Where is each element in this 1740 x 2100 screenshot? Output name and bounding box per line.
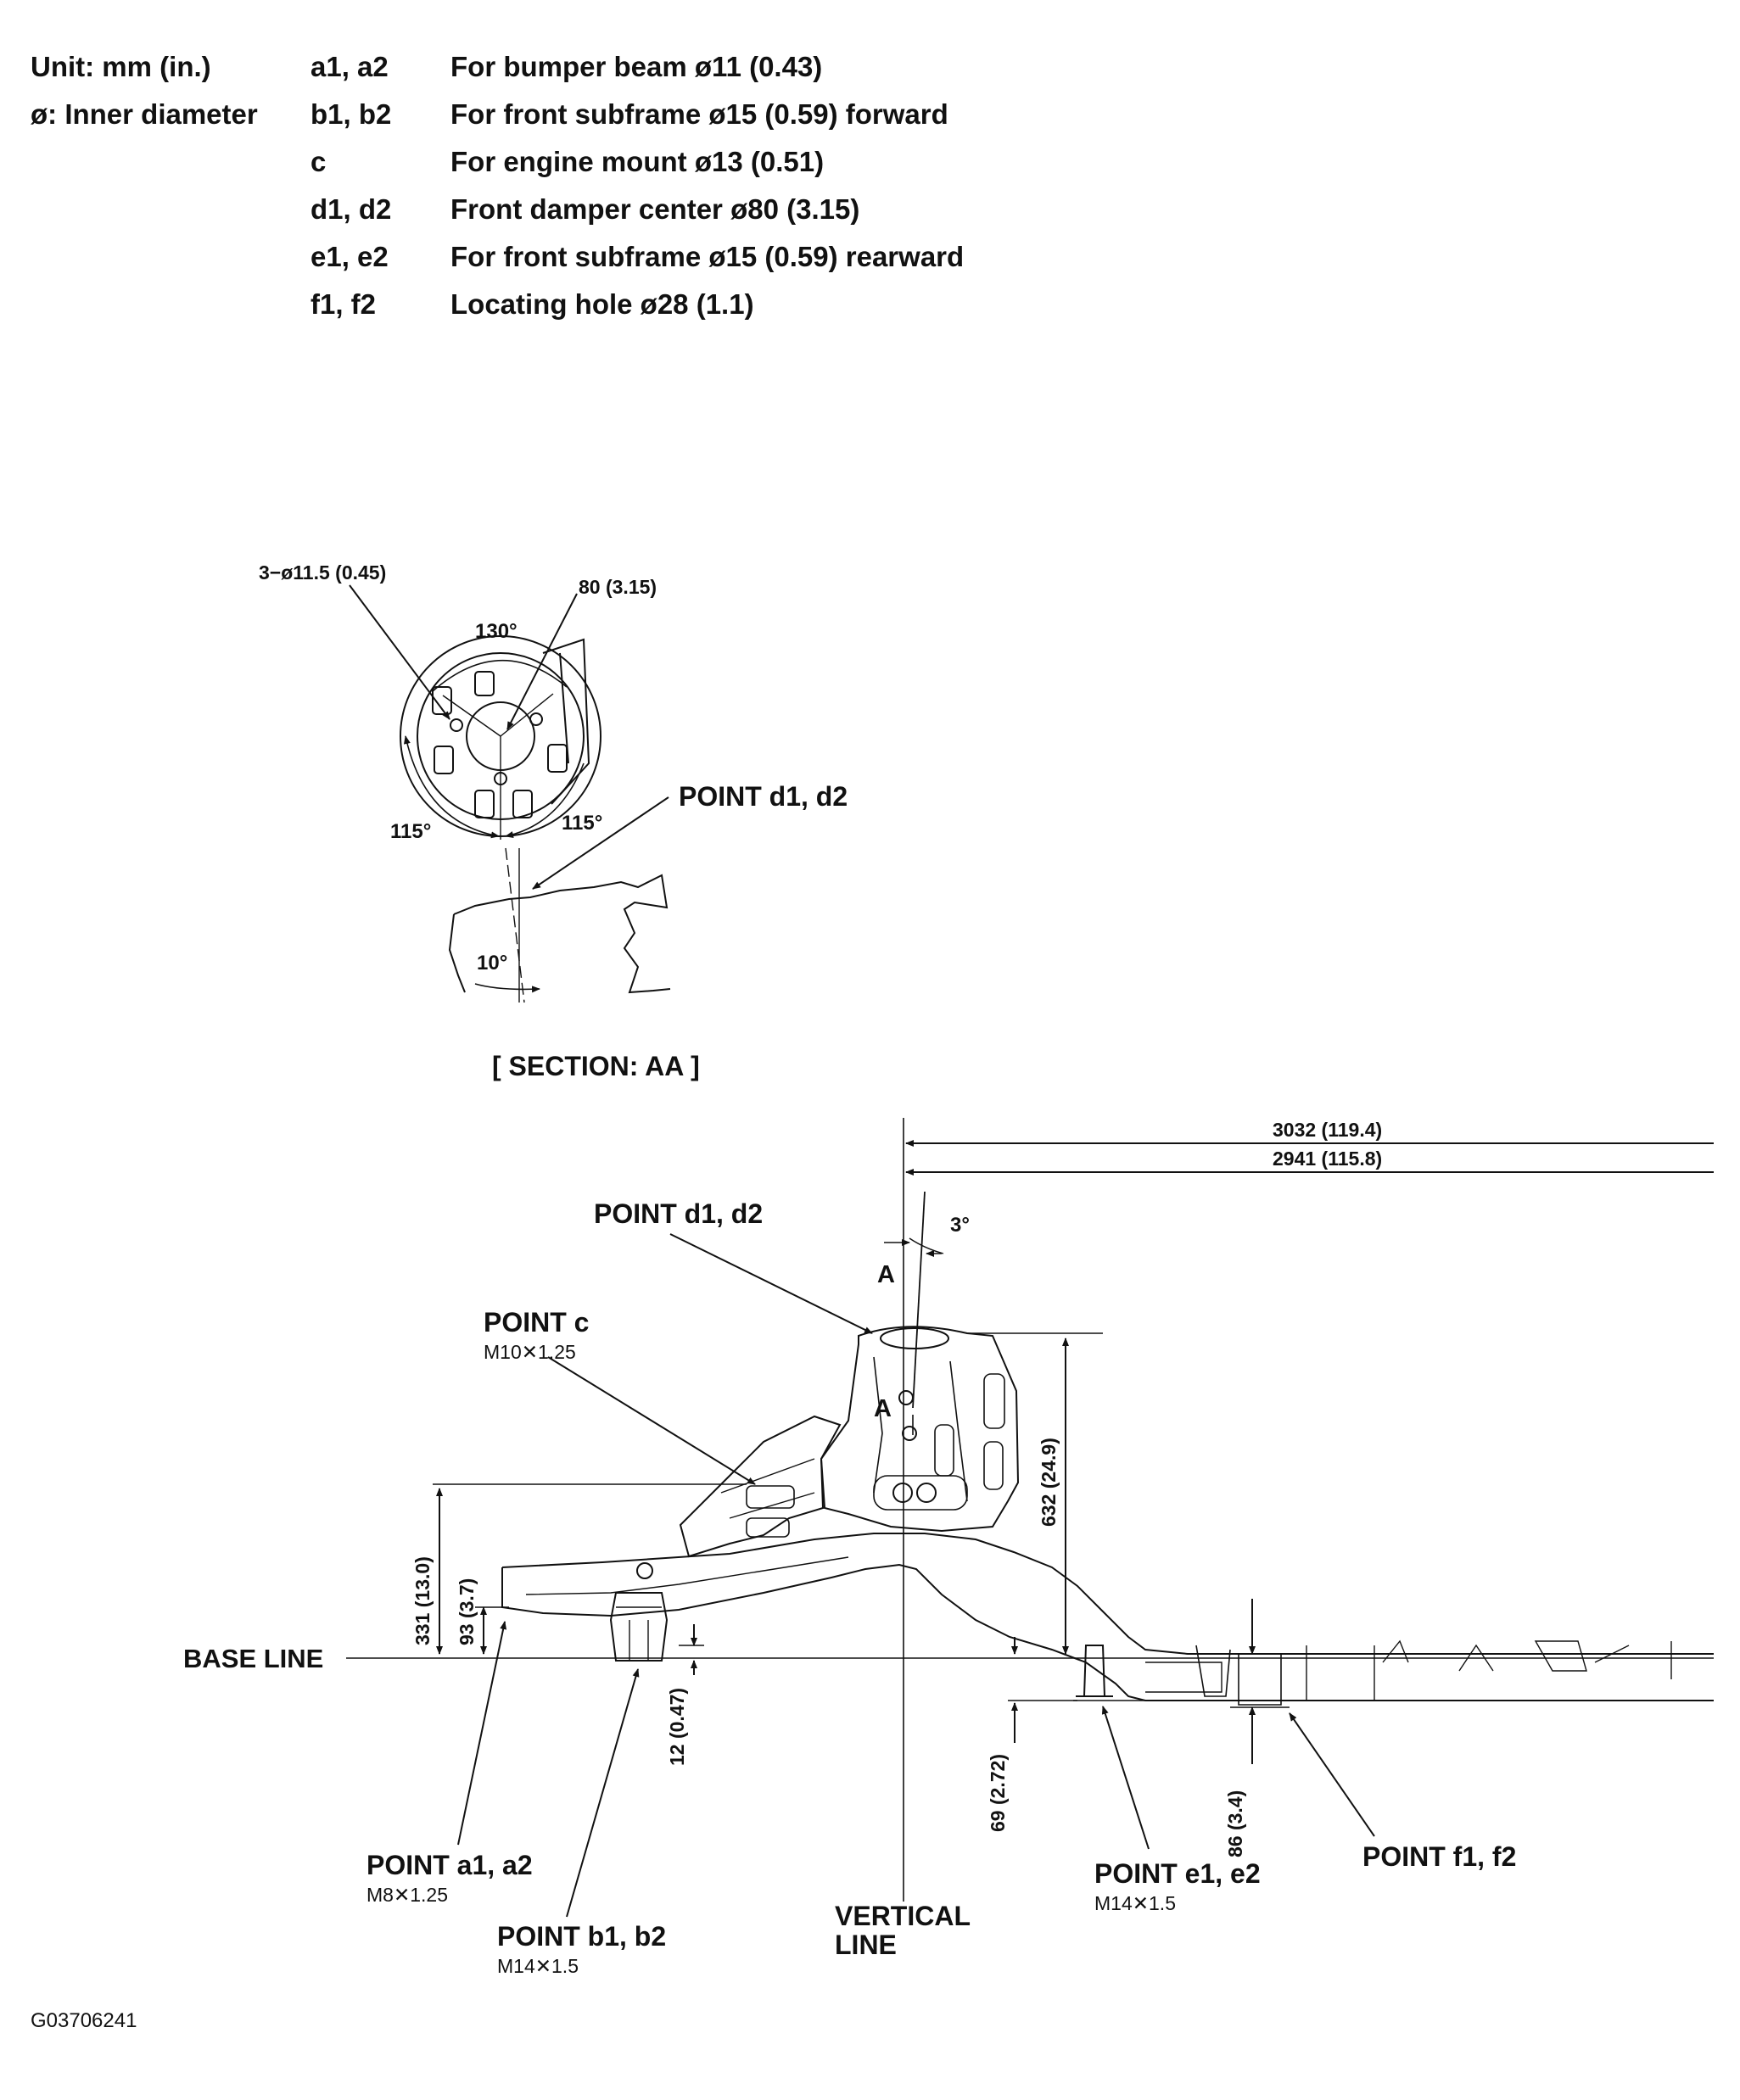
section-aa-detail: [349, 584, 671, 1003]
point-c-label: POINT c: [484, 1307, 589, 1338]
base-line-label: BASE LINE: [183, 1644, 323, 1673]
point-c-leader: [547, 1356, 756, 1485]
legend-desc: For engine mount ø13 (0.51): [450, 146, 825, 177]
point-b-thread: M14✕1.5: [497, 1955, 579, 1977]
angle-label-10: 10°: [477, 952, 507, 975]
legend-desc: For front subframe ø15 (0.59) rearward: [450, 241, 965, 272]
dim-label-69: 69 (2.72): [987, 1754, 1009, 1832]
vertical-line-label-1: VERTICAL: [835, 1901, 971, 1931]
relief-slot: [434, 746, 454, 774]
dim-label-93: 93 (3.7): [456, 1578, 478, 1645]
legend-desc: For front subframe ø15 (0.59) forward: [450, 98, 948, 130]
section-mark-a-top: A: [877, 1261, 895, 1288]
legend-desc: Locating hole ø28 (1.1): [450, 288, 754, 320]
angle-arc-10: [474, 983, 540, 993]
legend-code: f1, f2: [311, 288, 377, 320]
point-f-label: POINT f1, f2: [1362, 1841, 1516, 1872]
side-view: [346, 1118, 1714, 1918]
point-f-leader: [1289, 1712, 1375, 1837]
point-d-leader: [669, 1233, 873, 1334]
locating-hole-feature: [1238, 1654, 1282, 1706]
angle-arc-115-right: [505, 762, 585, 838]
relief-slot: [474, 671, 495, 696]
dim-label-2941: 2941 (115.8): [1273, 1148, 1382, 1170]
angle-arc-115-left: [403, 735, 500, 839]
bolt-hole: [450, 718, 463, 732]
legend-code: b1, b2: [311, 98, 392, 130]
dim-label-12: 12 (0.47): [666, 1688, 688, 1766]
vertical-line-label-2: LINE: [835, 1930, 897, 1960]
section-caption: [ SECTION: AA ]: [492, 1051, 700, 1081]
point-e-label: POINT e1, e2: [1094, 1858, 1261, 1889]
legend-code: e1, e2: [311, 241, 389, 272]
dim-label-86: 86 (3.4): [1224, 1790, 1246, 1857]
holes-label: 3−ø11.5 (0.45): [259, 561, 386, 584]
angle-arc-130: [432, 659, 568, 692]
diameter-leader: [506, 593, 578, 730]
point-c-thread: M10✕1.25: [484, 1341, 576, 1363]
point-a-label: POINT a1, a2: [366, 1850, 533, 1880]
section-mark-a-bottom: A: [874, 1395, 892, 1422]
tower-bolt: [898, 1390, 914, 1405]
angle-label-115-left: 115°: [390, 820, 431, 843]
point-d-label-detail: POINT d1, d2: [679, 781, 848, 812]
point-a-leader: [457, 1621, 507, 1846]
dim-label-3032: 3032 (119.4): [1273, 1119, 1382, 1141]
dim-label-632: 632 (24.9): [1038, 1438, 1060, 1527]
holes-leader: [349, 584, 450, 720]
tower-flange: [542, 638, 590, 805]
damper-tower: [820, 1326, 1020, 1533]
relief-slot: [512, 790, 533, 818]
point-a-thread: M8✕1.25: [366, 1884, 448, 1906]
legend-code: a1, a2: [311, 51, 389, 82]
damper-top-opening: [880, 1327, 949, 1349]
dim-label-331: 331 (13.0): [411, 1556, 434, 1645]
tilt-centerline: [505, 847, 525, 1003]
relief-slot: [474, 790, 495, 818]
point-e-leader: [1101, 1706, 1150, 1850]
diameter-label: 80 (3.15): [579, 576, 657, 598]
forward-mount-block: [609, 1592, 669, 1662]
angle-label-130: 130°: [475, 620, 518, 643]
relief-slot: [547, 744, 568, 773]
angle-label-3: 3°: [950, 1214, 970, 1237]
bolt-hole: [529, 712, 543, 726]
figure-id: G03706241: [31, 2009, 137, 2032]
point-e-thread: M14✕1.5: [1094, 1892, 1176, 1914]
rearward-mount-bolt: [1083, 1645, 1106, 1697]
angle-label-115-right: 115°: [562, 812, 602, 835]
tilt-line-3deg: [912, 1191, 926, 1409]
engine-mount-bracket: [679, 1415, 842, 1558]
legend-code: d1, d2: [311, 193, 392, 225]
legend-code: c: [311, 146, 327, 177]
front-subframe-member: [501, 1533, 1714, 1655]
tower-bolt: [902, 1426, 917, 1441]
unit-label: Unit: mm (in.): [31, 51, 211, 82]
diameter-note: ø: Inner diameter: [31, 98, 258, 130]
subframe-hole: [636, 1562, 653, 1579]
point-b-leader: [566, 1668, 640, 1918]
legend-desc: For bumper beam ø11 (0.43): [450, 51, 823, 82]
tower-top-profile: [453, 874, 671, 994]
point-d-leader-detail: [532, 796, 669, 890]
point-d-label: POINT d1, d2: [594, 1198, 763, 1229]
relief-slot: [432, 686, 452, 715]
legend-desc: Front damper center ø80 (3.15): [450, 193, 860, 225]
point-b-label: POINT b1, b2: [497, 1921, 666, 1952]
